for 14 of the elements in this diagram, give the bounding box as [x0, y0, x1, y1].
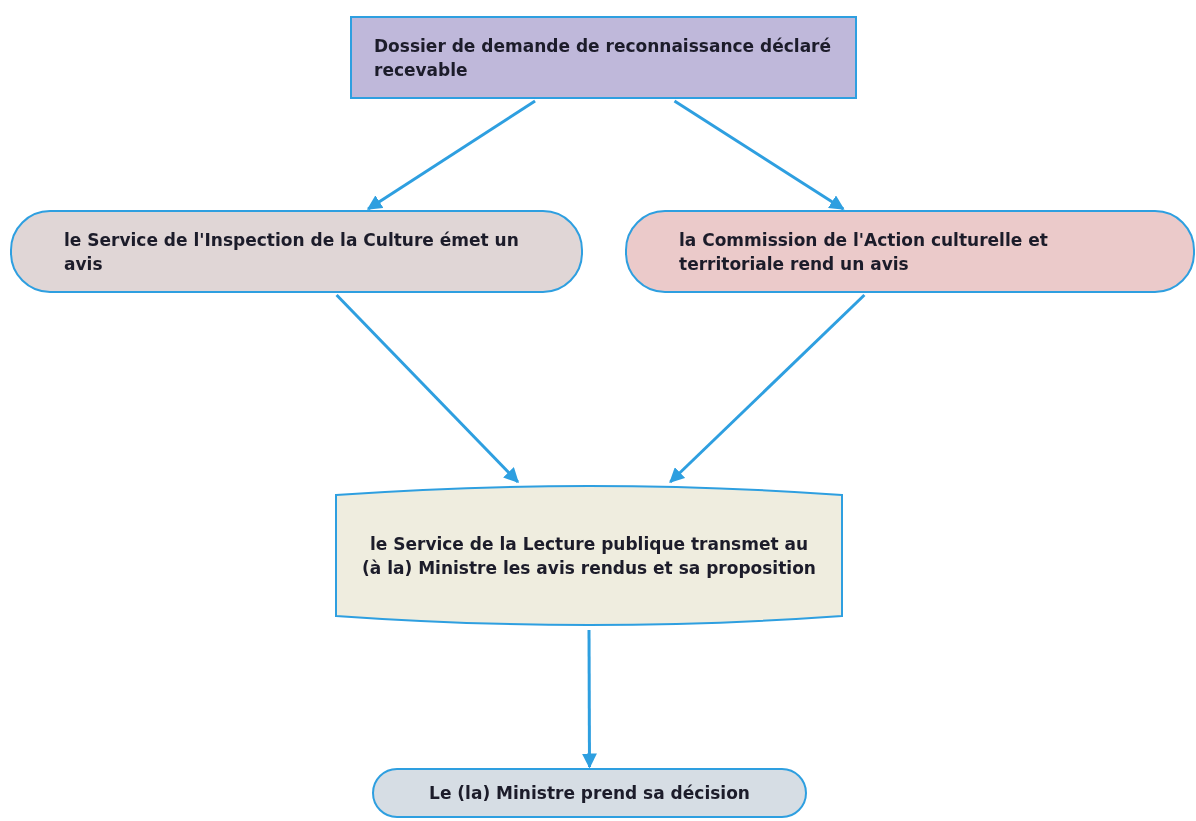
- arrow: [673, 99, 845, 211]
- rounded-box: [372, 768, 807, 818]
- rounded-box: [625, 210, 1195, 293]
- node-text: Dossier de demande de reconnaissance déclaré recevable: [374, 34, 833, 82]
- scroll-box: [335, 483, 843, 628]
- node-text: Le (la) Ministre prend sa décision: [429, 782, 750, 805]
- arrow: [669, 293, 866, 484]
- node-text: le Service de l'Inspection de la Culture émet un avis: [64, 228, 520, 276]
- arrow: [366, 99, 536, 211]
- arrow: [335, 293, 519, 484]
- arrow: [581, 630, 597, 769]
- node-text: le Service de la Lecture publique transmet au (à la) Ministre les avis rendus et sa proposition: [361, 532, 817, 580]
- process-box: [350, 16, 857, 99]
- node-text: la Commission de l'Action culturelle et territoriale rend un avis: [679, 228, 1049, 276]
